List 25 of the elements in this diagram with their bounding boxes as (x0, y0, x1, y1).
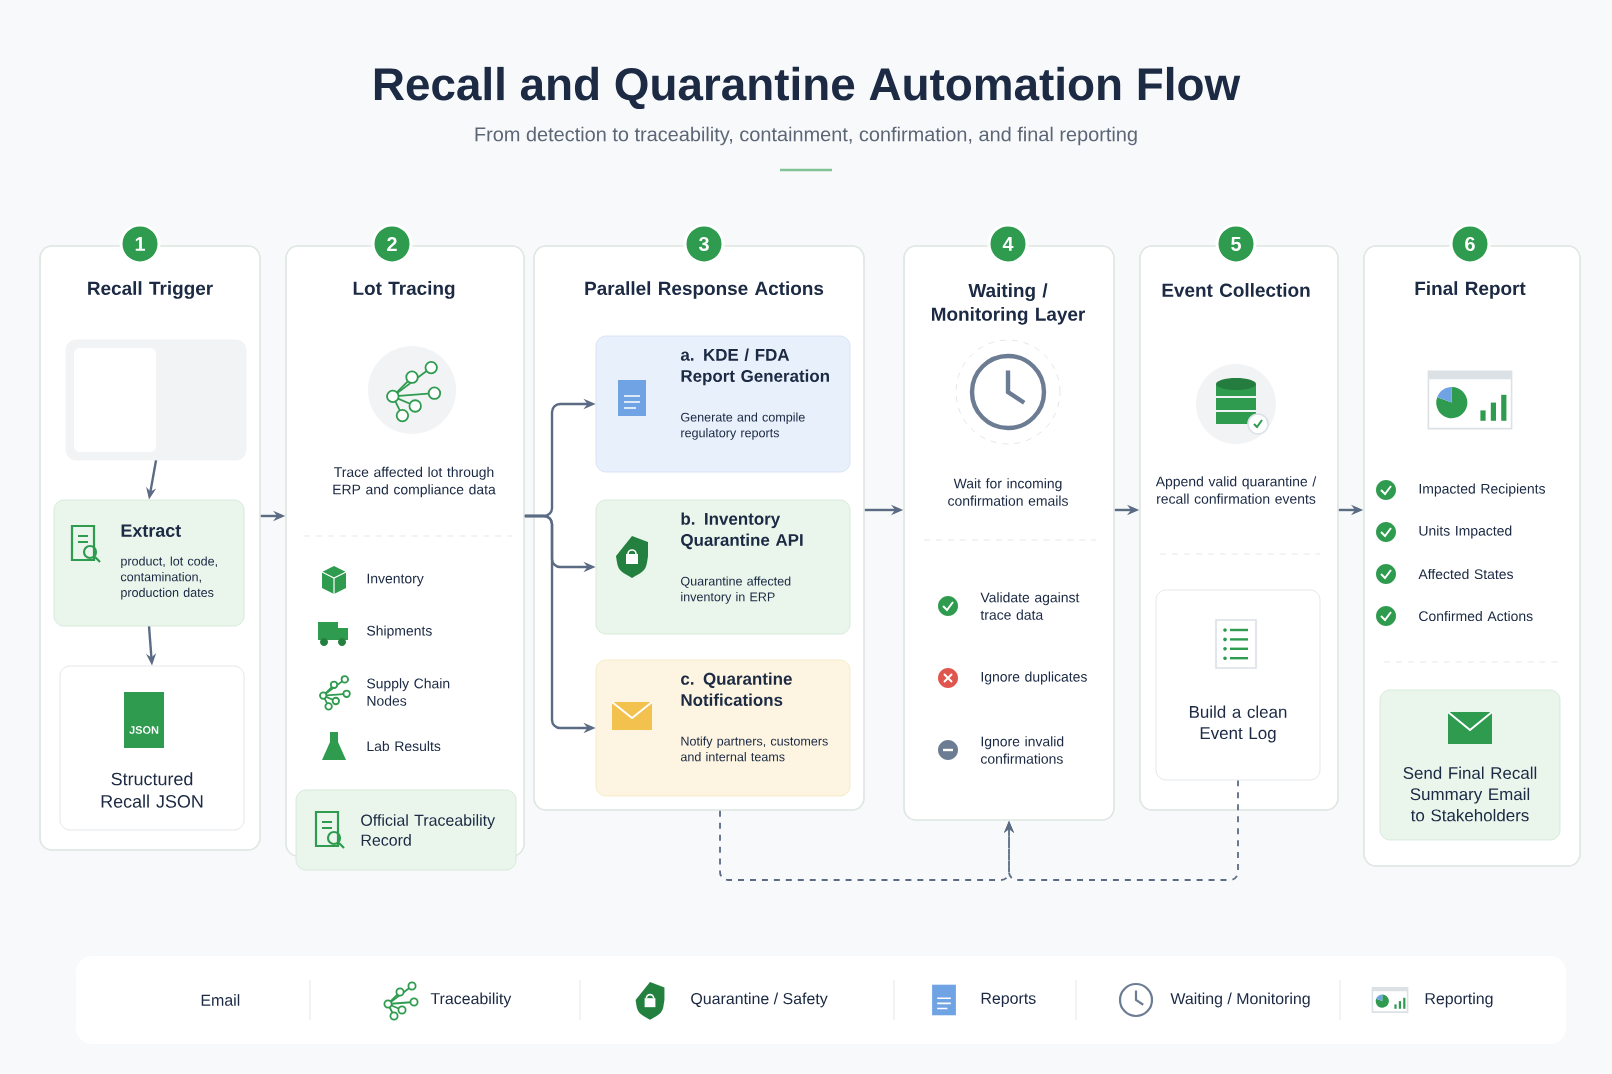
column-heading: Lot Tracing (353, 281, 455, 299)
column-heading: Recall Trigger (88, 281, 213, 299)
subtitle: From detection to traceability, containment, confirmation, and final reporting (475, 126, 1137, 146)
arrow (1003, 779, 1239, 881)
source-box (65, 339, 247, 461)
step-card (595, 659, 851, 797)
card-heading: Send Final Recall Summary Email to Stakeholders (1403, 766, 1537, 822)
card-heading: a. KDE / FDA Report Generation (680, 348, 829, 386)
step-card (295, 789, 517, 871)
card-heading: b. Inventory Quarantine API (681, 512, 803, 550)
step-card (595, 499, 851, 635)
card-heading: Structured Recall JSON (101, 772, 203, 808)
step-card (59, 665, 245, 831)
step-card (1155, 589, 1321, 781)
column-heading: Parallel Response Actions (585, 281, 824, 299)
title: Recall and Quarantine Automation Flow (374, 66, 1241, 110)
column-heading: Event Collection (1162, 283, 1310, 297)
step-card (53, 499, 245, 627)
card-heading: c. Quarantine Notifications (681, 672, 792, 706)
column-heading: Final Report (1415, 281, 1526, 299)
step-card (595, 335, 851, 473)
card-heading: Extract (121, 524, 181, 537)
step-card (1379, 689, 1561, 841)
column-heading: Waiting / Monitoring Layer (932, 283, 1086, 325)
card-heading: Build a clean Event Log (1189, 705, 1287, 743)
